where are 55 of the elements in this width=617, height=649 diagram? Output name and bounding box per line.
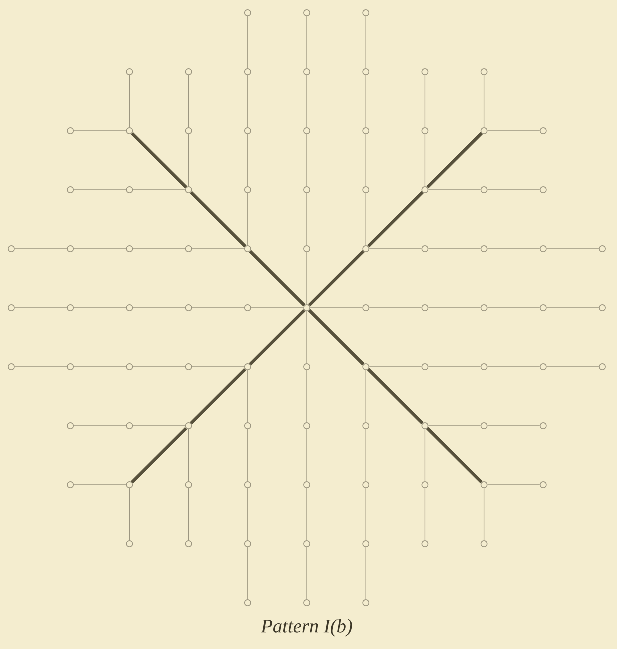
line [369,366,422,368]
line [129,75,130,128]
line [306,370,308,423]
line [428,248,482,250]
thick-line [131,427,188,484]
line [424,75,426,128]
caption: Pattern I(b) [261,619,352,637]
line [487,484,540,486]
line [306,252,308,305]
line [487,366,540,368]
thick-line [367,191,424,248]
line [306,16,308,69]
line [487,130,540,132]
thick-line [426,132,483,189]
line [424,488,426,541]
line [306,429,308,482]
line [424,429,426,482]
line [428,366,482,368]
line [487,248,540,250]
thick-line [190,368,247,425]
thick-line [308,250,365,307]
line [306,311,308,364]
line [369,248,422,250]
line [74,484,127,486]
thick-line [249,250,306,307]
line [14,366,68,368]
line [188,134,190,187]
line [192,248,245,250]
line [188,429,190,482]
line [74,130,127,132]
thick-line [426,427,483,484]
thick-line [308,309,365,366]
line [192,366,245,368]
line [14,248,68,250]
line [484,75,485,128]
thick-line [190,191,247,248]
thick-line [367,368,424,425]
line [306,193,308,246]
line [546,248,600,250]
line [484,488,485,541]
line [74,248,127,250]
line [306,75,308,128]
line [306,488,308,541]
line [188,75,190,128]
line [74,366,127,368]
thick-line [131,132,188,189]
line [132,366,186,368]
line [132,248,186,250]
line [546,366,600,368]
line [188,488,190,541]
line [306,547,308,600]
thick-line [249,309,306,366]
line [129,488,130,541]
line [424,134,426,187]
line [306,134,308,187]
